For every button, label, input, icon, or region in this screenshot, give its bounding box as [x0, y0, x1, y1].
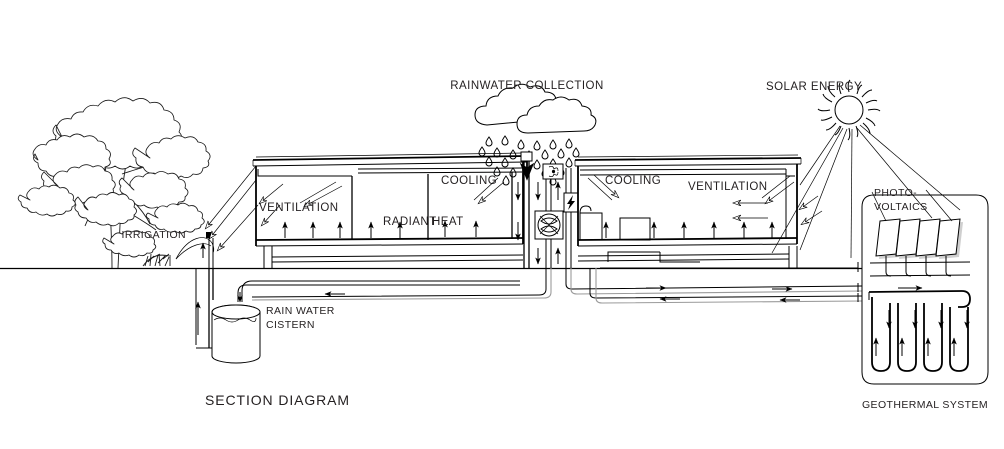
- cooling-arrow-right: [587, 174, 618, 200]
- cistern-label-line2: CISTERN: [266, 319, 315, 331]
- heat-label: HEAT: [432, 216, 464, 228]
- solar-rays: [771, 124, 961, 259]
- cooling-left-label: COOLING: [441, 175, 497, 187]
- photovoltaics-label-line1: PHOTO-: [874, 187, 917, 199]
- geothermal-system-label: GEOTHERMAL SYSTEM: [862, 399, 988, 411]
- cistern-label-line1: RAIN WATER: [266, 305, 335, 317]
- geothermal-enclosure: [861, 194, 989, 385]
- cooling-arrow-left: [474, 177, 505, 203]
- sun-icon: [817, 79, 881, 141]
- fan-icon: [542, 163, 564, 180]
- water-tank-icon: [211, 304, 261, 364]
- building-left-wing: [252, 152, 528, 268]
- geothermal-loop-icon: [868, 285, 971, 372]
- rain-cloud-icon: [474, 83, 597, 134]
- radiant-heat-arrows-right: [603, 221, 775, 238]
- underground-piping: [251, 251, 863, 304]
- irrigation-label: IRRIGATION: [122, 229, 186, 241]
- radiant-heat-arrows: [282, 220, 479, 238]
- solar-energy-label: SOLAR ENERGY: [766, 81, 862, 93]
- solar-panel-icon: [869, 218, 971, 277]
- ventilation-arrows-right: [734, 175, 823, 224]
- ventilation-arrows-left: [206, 165, 343, 250]
- mechanical-core: [520, 151, 651, 268]
- lightning-bolt-icon: [563, 192, 579, 213]
- building-right-wing: [574, 154, 802, 268]
- radiant-label: RADIANT: [383, 216, 437, 228]
- page-title: SECTION DIAGRAM: [205, 392, 350, 408]
- cistern-group: RAIN WATER CISTERN: [195, 268, 520, 364]
- photovoltaics-label-line2: VOLTAICS: [874, 201, 928, 213]
- rainwater-collection-label: RAINWATER COLLECTION: [450, 80, 603, 92]
- cooling-right-label: COOLING: [605, 175, 661, 187]
- tree-icon: [17, 97, 211, 269]
- ventilation-left-label: VENTILATION: [259, 202, 339, 214]
- ventilation-right-label: VENTILATION: [688, 181, 768, 193]
- pump-icon: [534, 210, 564, 240]
